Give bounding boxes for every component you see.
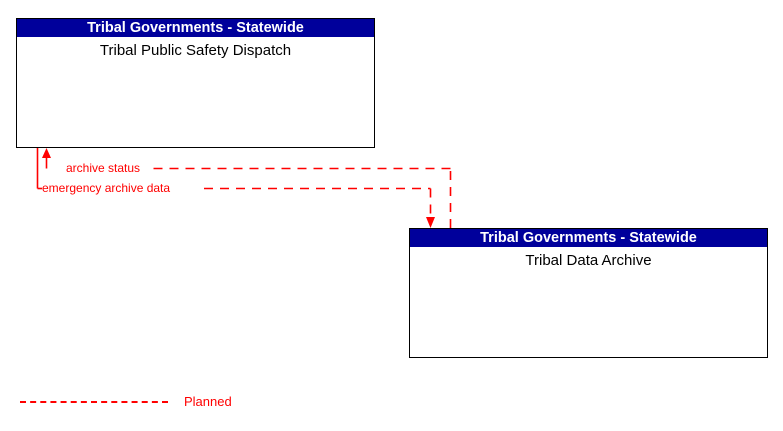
flow-archive-status xyxy=(42,148,452,228)
legend-swatch-planned xyxy=(20,401,168,403)
element-name-label: Tribal Data Archive xyxy=(525,252,652,269)
element-name-label: Tribal Public Safety Dispatch xyxy=(99,42,292,59)
element-stakeholder-header: Tribal Governments - Statewide xyxy=(410,229,767,247)
archive-status-arrowhead xyxy=(42,148,51,158)
flow-label-emergency-archive-data[interactable]: emergency archive data xyxy=(42,181,171,195)
flow-emergency-archive-data xyxy=(36,148,435,228)
emergency-archive-data-arrowhead xyxy=(426,217,435,228)
element-box-tribal-public-safety-dispatch[interactable]: Tribal Governments - Statewide Tribal Pu… xyxy=(16,18,375,148)
element-stakeholder-header: Tribal Governments - Statewide xyxy=(17,19,374,37)
legend: Planned xyxy=(0,390,783,420)
flow-label-archive-status[interactable]: archive status xyxy=(66,161,141,175)
element-box-tribal-data-archive[interactable]: Tribal Governments - Statewide Tribal Da… xyxy=(409,228,768,358)
legend-label-planned: Planned xyxy=(184,394,232,409)
